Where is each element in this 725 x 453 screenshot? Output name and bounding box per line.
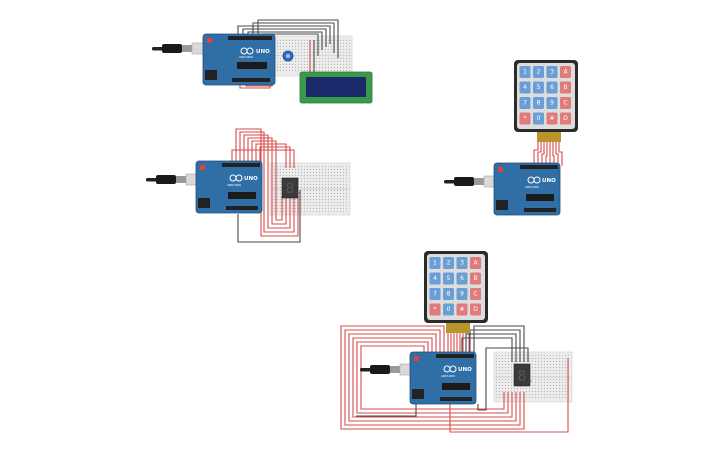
keypad-key-2[interactable]: 2 — [443, 257, 454, 269]
keypad-key-label: A — [563, 69, 568, 76]
keypad-icon[interactable]: 1 2 3 A 4 5 6 B 7 8 9 C * 0 # D — [514, 60, 578, 142]
board-label: UNO — [244, 176, 258, 182]
keypad-key-label: 4 — [433, 275, 437, 282]
keypad-key-label: B — [563, 84, 567, 91]
keypad-key-label: 2 — [447, 260, 451, 267]
arduino-logo-icon — [443, 365, 457, 373]
board-label: UNO — [542, 178, 556, 184]
keypad-key-label: 1 — [433, 260, 437, 267]
keypad-key-label: 4 — [523, 84, 527, 91]
keypad-key-8[interactable]: 8 — [533, 97, 544, 109]
keypad-key-3[interactable]: 3 — [546, 66, 558, 78]
keypad-key-7[interactable]: 7 — [519, 97, 531, 109]
keypad-key-label: # — [459, 306, 464, 313]
keypad-key-9[interactable]: 9 — [546, 97, 558, 109]
keypad-key-label: 6 — [550, 84, 554, 91]
keypad-key-label: 7 — [433, 291, 437, 298]
keypad-key-label: 0 — [537, 115, 541, 122]
arduino-board[interactable]: UNO ARDUINO — [493, 162, 561, 216]
keypad-icon[interactable]: 1 2 3 A 4 5 6 B 7 8 9 C * 0 # D — [424, 251, 488, 333]
digit-display: 8 — [286, 181, 294, 197]
keypad-key-3[interactable]: 3 — [456, 257, 468, 269]
keypad-key-label: C — [473, 291, 477, 298]
wires — [231, 128, 301, 243]
keypad-key-star[interactable]: * — [429, 303, 441, 316]
keypad-key-label: 9 — [550, 100, 554, 107]
brand-label: ARDUINO — [525, 185, 540, 189]
board-label: UNO — [256, 49, 270, 55]
seven-segment-icon[interactable]: 8 — [281, 177, 300, 199]
keypad-key-label: 1 — [523, 69, 527, 76]
keypad-key-2[interactable]: 2 — [533, 66, 544, 78]
seven-seg-circuit[interactable]: 8 UNO ARDUINO — [146, 128, 351, 243]
keypad-key-label: 3 — [550, 69, 554, 76]
keypad-key-5[interactable]: 5 — [443, 272, 454, 285]
brand-label: ARDUINO — [441, 374, 456, 378]
digit-display: 8 — [517, 367, 526, 385]
keypad-key-label: # — [549, 115, 554, 122]
keypad-key-hash[interactable]: # — [546, 112, 558, 125]
keypad-key-a[interactable]: A — [470, 257, 481, 269]
keypad-key-b[interactable]: B — [470, 272, 481, 285]
keypad-key-label: A — [473, 260, 478, 267]
keypad-key-label: D — [563, 115, 568, 122]
arduino-logo-icon — [229, 174, 243, 182]
keypad-key-label: 8 — [537, 100, 541, 107]
keypad-key-b[interactable]: B — [560, 81, 571, 94]
arduino-logo-icon — [240, 47, 254, 55]
keypad-key-label: B — [473, 275, 477, 282]
arduino-logo-icon — [527, 176, 541, 184]
keypad-key-label: 6 — [460, 275, 464, 282]
lcd-icon[interactable] — [299, 71, 373, 104]
keypad-key-label: * — [524, 115, 527, 122]
keypad-key-hash[interactable]: # — [456, 303, 468, 316]
keypad-key-7[interactable]: 7 — [429, 288, 441, 300]
seven-segment-icon[interactable]: 8 — [513, 363, 532, 387]
keypad-key-label: C — [563, 100, 567, 107]
keypad-key-label: D — [473, 306, 478, 313]
arduino-board[interactable]: UNO ARDUINO — [409, 351, 477, 405]
keypad-key-star[interactable]: * — [519, 112, 531, 125]
potentiometer-icon[interactable] — [282, 50, 294, 62]
keypad-key-c[interactable]: C — [470, 288, 481, 300]
keypad-key-a[interactable]: A — [560, 66, 571, 78]
brand-label: ARDUINO — [227, 183, 242, 187]
keypad-key-4[interactable]: 4 — [519, 81, 531, 94]
keypad-key-0[interactable]: 0 — [443, 303, 454, 316]
keypad-key-label: 2 — [537, 69, 541, 76]
keypad-key-label: 5 — [537, 84, 541, 91]
brand-label: ARDUINO — [239, 55, 254, 59]
keypad-key-label: 5 — [447, 275, 451, 282]
keypad-circuit[interactable]: 1 2 3 A 4 5 6 B 7 8 9 C * 0 # D UNO ARDUINO — [444, 60, 578, 216]
breadboard-icon[interactable] — [261, 35, 353, 77]
keypad-key-4[interactable]: 4 — [429, 272, 441, 285]
keypad-key-1[interactable]: 1 — [429, 257, 441, 269]
keypad-key-label: 0 — [447, 306, 451, 313]
keypad-key-5[interactable]: 5 — [533, 81, 544, 94]
keypad-key-label: 3 — [460, 260, 464, 267]
wires — [533, 133, 563, 166]
breadboard-icon[interactable] — [493, 351, 573, 403]
keypad-key-1[interactable]: 1 — [519, 66, 531, 78]
keypad-key-6[interactable]: 6 — [546, 81, 558, 94]
arduino-board[interactable]: UNO ARDUINO — [195, 160, 263, 214]
keypad-key-label: 7 — [523, 100, 527, 107]
keypad-key-9[interactable]: 9 — [456, 288, 468, 300]
board-label: UNO — [458, 367, 472, 373]
keypad-key-0[interactable]: 0 — [533, 112, 544, 125]
keypad-key-label: * — [434, 306, 437, 313]
arduino-board[interactable]: UNO ARDUINO — [202, 33, 276, 86]
keypad-key-label: 8 — [447, 291, 451, 298]
lcd-circuit[interactable]: UNO ARDUINO — [152, 19, 373, 104]
keypad-key-6[interactable]: 6 — [456, 272, 468, 285]
keypad-key-c[interactable]: C — [560, 97, 571, 109]
keypad-key-8[interactable]: 8 — [443, 288, 454, 300]
keypad-key-label: 9 — [460, 291, 464, 298]
keypad-key-d[interactable]: D — [560, 112, 571, 125]
keypad-key-d[interactable]: D — [470, 303, 481, 316]
